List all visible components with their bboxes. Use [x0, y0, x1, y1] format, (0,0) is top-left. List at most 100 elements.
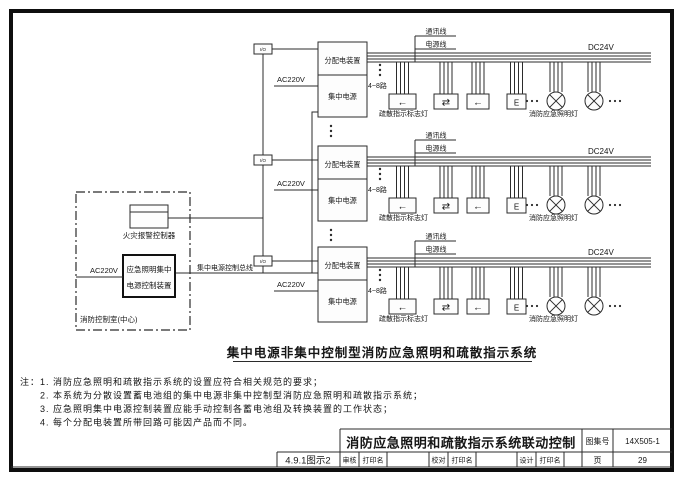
staff-role: 设计: [520, 456, 534, 465]
power-control-bus-riser: [311, 111, 318, 273]
staff-name: 打印名: [363, 456, 384, 465]
sign-lamp-symbol: ⇄: [442, 303, 450, 314]
power-line-label: 电源线: [426, 245, 447, 254]
fire-alarm-controller-box: [129, 204, 169, 229]
dc24v-label: DC24V: [588, 43, 614, 52]
page-border: [9, 9, 674, 472]
distribution-box-label: 分配电装置: [325, 56, 361, 65]
sign-lamp: [506, 197, 527, 214]
lamp-cross: [549, 299, 563, 313]
control-room-section: 消防控制室(中心) 火灾报警控制器 应急照明集中 电源控制装置 AC220V 集…: [75, 44, 318, 331]
ellipsis-dots: [608, 203, 612, 207]
note-item-2: 2. 本系统为分散设置蓄电池组的集中电源非集中控制型消防应急照明和疏散指示系统；: [40, 390, 423, 401]
atlas-label: 图集号: [586, 436, 610, 446]
circuits-label: 4~8路: [368, 81, 387, 90]
ellipsis-dots-vertical: [378, 273, 382, 277]
ellipsis-dots-vertical: [378, 278, 382, 282]
control-device-box: [122, 254, 176, 298]
ellipsis-dots-vertical: [329, 238, 333, 242]
lamp-cross: [587, 299, 601, 313]
page-label: 页: [594, 456, 602, 465]
sign-lamp-symbol: ⇄: [442, 202, 450, 213]
distribution-box-label: 分配电装置: [325, 261, 361, 270]
sign-lamps-label: 疏散指示标志灯: [379, 314, 428, 323]
power-unit-box: [317, 41, 368, 118]
title-block: 4.9.1图示2 消防应急照明和疏散指示系统联动控制 图集号 14X505-1 …: [11, 428, 672, 468]
lamp-cross: [549, 198, 563, 212]
ellipsis-dots-vertical: [378, 172, 382, 176]
ellipsis-dots-vertical: [329, 233, 333, 237]
dc24v-label: DC24V: [588, 147, 614, 156]
sign-lamp-symbol: ⇄: [442, 98, 450, 109]
control-device-label-line2: 电源控制装置: [127, 280, 172, 290]
circuits-label: 4~8路: [368, 286, 387, 295]
ellipsis-dots: [618, 203, 622, 207]
control-room-label: 消防控制室(中心): [80, 314, 138, 324]
ellipsis-dots: [525, 203, 529, 207]
sign-lamp: [466, 298, 490, 315]
comm-line-label: 通讯线: [426, 131, 447, 140]
ellipsis-dots-vertical: [378, 68, 382, 72]
io-module-label: I/O: [260, 259, 267, 264]
sign-lamp-symbol: ←: [398, 303, 408, 314]
lamp-cross: [587, 198, 601, 212]
ellipsis-dots-vertical: [378, 177, 382, 181]
sign-lamp: [388, 93, 417, 110]
ac220v-label: AC220V: [277, 75, 305, 84]
figure-ref: 4.9.1图示2: [285, 456, 330, 467]
ac220v-label-control-room: AC220V: [90, 266, 118, 275]
sign-lamp: [388, 197, 417, 214]
sign-lamp-symbol: ←: [473, 202, 483, 213]
ellipsis-dots: [535, 203, 539, 207]
power-unit-box: [317, 246, 368, 323]
ellipsis-dots: [618, 99, 622, 103]
sign-lamp: [466, 93, 490, 110]
sign-lamp: [466, 197, 490, 214]
ellipsis-dots: [613, 99, 617, 103]
central-power-label: 集中电源: [328, 92, 357, 101]
ellipsis-dots: [535, 99, 539, 103]
ellipsis-dots: [613, 304, 617, 308]
staff-role: 校对: [432, 456, 446, 465]
ellipsis-dots-vertical: [329, 228, 333, 232]
power-line-label: 电源线: [426, 144, 447, 153]
note-item-3: 3. 应急照明集中电源控制装置应能手动控制各蓄电池组及转换装置的工作状态；: [40, 403, 393, 414]
ellipsis-dots: [618, 304, 622, 308]
fire-alarm-controller-label: 火灾报警控制器: [123, 230, 176, 240]
control-device-label-line1: 应急照明集中: [127, 264, 172, 274]
lamp-cross: [549, 94, 563, 108]
sign-lamps-label: 疏散指示标志灯: [379, 109, 428, 118]
sign-lamp: [433, 197, 459, 214]
comm-line-label: 通讯线: [426, 27, 447, 36]
circuits-label: 4~8路: [368, 185, 387, 194]
ellipsis-dots: [613, 203, 617, 207]
ellipsis-dots: [530, 99, 534, 103]
sign-lamp-symbol: ←: [398, 98, 408, 109]
notes: 注： 1. 消防应急照明和疏散指示系统的设置应符合相关规范的要求； 2. 本系统…: [20, 376, 423, 428]
sign-lamp: [506, 93, 527, 110]
sign-lamps-label: 疏散指示标志灯: [379, 213, 428, 222]
ellipsis-dots: [530, 203, 534, 207]
sign-lamp: [388, 298, 417, 315]
sign-lamp: [433, 93, 459, 110]
staff-name: 打印名: [540, 456, 561, 465]
sign-lamp-symbol: E: [514, 304, 519, 313]
ac220v-label: AC220V: [277, 280, 305, 289]
sign-lamp-symbol: ←: [473, 98, 483, 109]
ellipsis-dots-vertical: [378, 63, 382, 67]
ellipsis-dots: [530, 304, 534, 308]
staff-role: 审核: [343, 456, 357, 465]
ellipsis-dots: [608, 304, 612, 308]
sign-lamp-symbol: ←: [473, 303, 483, 314]
ellipsis-dots-vertical: [329, 124, 333, 128]
sign-lamp: [506, 298, 527, 315]
control-bus-label: 集中电源控制总线: [197, 263, 253, 272]
ellipsis-dots-vertical: [378, 73, 382, 77]
diagram-caption: 集中电源非集中控制型消防应急照明和疏散指示系统: [226, 345, 538, 360]
sign-lamp: [433, 298, 459, 315]
